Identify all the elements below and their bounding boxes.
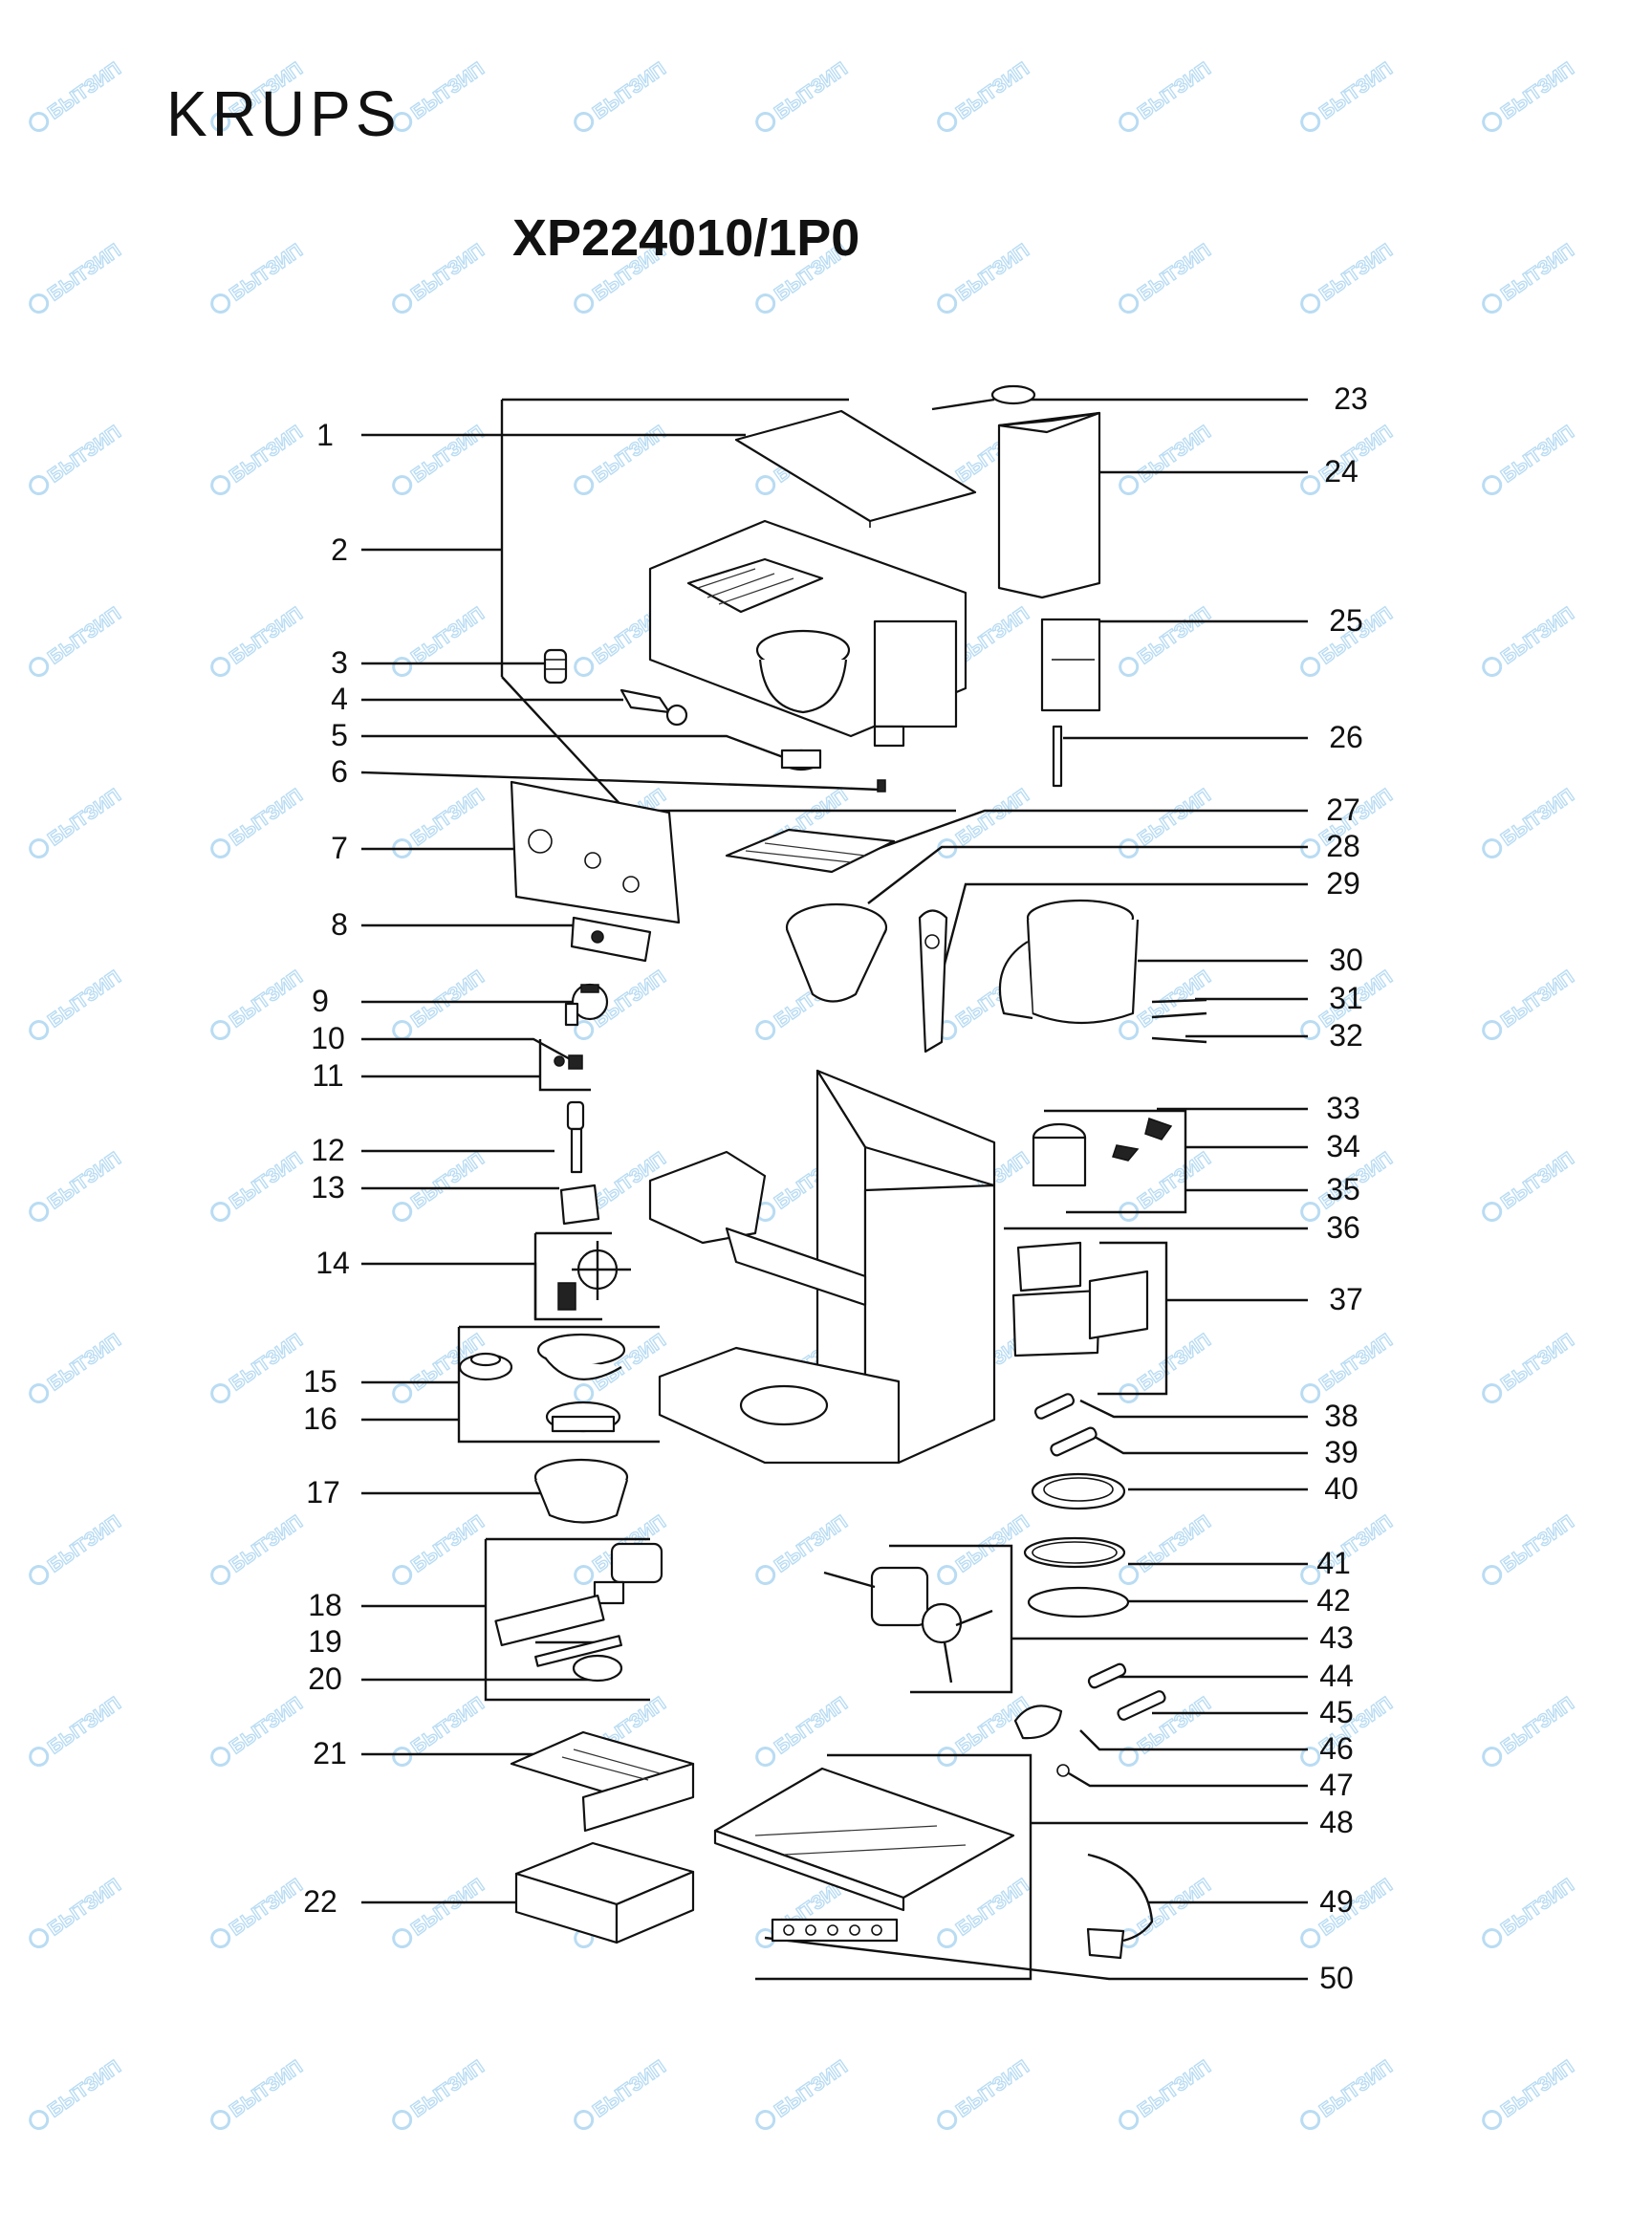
part-label-21: 21 — [313, 1736, 347, 1770]
part-14-grinder-gear — [557, 1241, 631, 1311]
part-label-3: 3 — [331, 645, 348, 680]
right-part-numbers: 23 24 25 26 27 28 29 30 31 32 33 34 35 3… — [1316, 381, 1368, 1995]
part-1-lid — [734, 409, 977, 528]
part-27-grid — [725, 828, 896, 874]
part-6-pin — [877, 779, 886, 793]
part-41-42-gaskets — [1023, 1536, 1130, 1618]
part-label-39: 39 — [1324, 1435, 1359, 1469]
right-leader-lines — [755, 398, 1308, 1981]
part-label-5: 5 — [331, 718, 348, 752]
part-16-burr-holder — [545, 1401, 621, 1433]
part-12-tube — [566, 1100, 585, 1174]
part-21-drip-grid — [510, 1730, 695, 1833]
part-4-valve — [620, 688, 688, 727]
part-label-31: 31 — [1329, 981, 1363, 1015]
part-label-7: 7 — [331, 831, 348, 865]
part-33-35-heater-block — [1032, 1118, 1173, 1187]
part-label-43: 43 — [1319, 1620, 1354, 1655]
part-10-11-screws — [554, 1054, 583, 1070]
part-label-37: 37 — [1329, 1282, 1363, 1316]
part-13-clip — [559, 1184, 600, 1226]
part-9-thermostat — [564, 983, 609, 1027]
part-label-10: 10 — [311, 1021, 345, 1055]
part-label-32: 32 — [1329, 1018, 1363, 1053]
part-25-filter-cartridge — [1040, 618, 1101, 712]
part-label-22: 22 — [303, 1884, 337, 1919]
part-label-14: 14 — [315, 1246, 350, 1280]
part-2-upper-housing — [648, 519, 967, 748]
part-label-19: 19 — [308, 1624, 342, 1659]
part-label-30: 30 — [1329, 943, 1363, 977]
part-label-15: 15 — [303, 1364, 337, 1399]
part-label-9: 9 — [312, 984, 329, 1018]
part-label-24: 24 — [1324, 454, 1359, 489]
part-label-38: 38 — [1324, 1399, 1359, 1433]
part-label-23: 23 — [1334, 381, 1368, 416]
part-15-burr — [458, 1333, 626, 1381]
part-label-25: 25 — [1329, 603, 1363, 638]
part-label-44: 44 — [1319, 1659, 1354, 1693]
part-label-46: 46 — [1319, 1731, 1354, 1766]
part-3-spring — [543, 648, 568, 684]
part-label-33: 33 — [1326, 1091, 1360, 1125]
part-17-grinder-chamber — [533, 1458, 629, 1524]
part-label-40: 40 — [1324, 1471, 1359, 1506]
part-18-20-brew-unit — [494, 1542, 663, 1683]
part-label-47: 47 — [1319, 1768, 1354, 1802]
part-label-41: 41 — [1316, 1546, 1351, 1580]
part-7-control-panel — [510, 780, 681, 924]
part-label-11: 11 — [312, 1058, 343, 1093]
part-label-34: 34 — [1326, 1129, 1360, 1163]
part-label-36: 36 — [1326, 1210, 1360, 1245]
part-29-handle — [918, 909, 948, 1053]
part-label-29: 29 — [1326, 866, 1360, 901]
part-30-carafe — [998, 899, 1140, 1025]
part-28-filter-holder — [785, 902, 888, 1003]
part-37-circuit-boards — [1011, 1241, 1149, 1357]
part-31-32-wires — [1151, 998, 1207, 1044]
part-26-rod — [1052, 725, 1063, 788]
part-label-50: 50 — [1319, 1961, 1354, 1995]
part-label-8: 8 — [331, 907, 348, 942]
part-label-6: 6 — [331, 754, 348, 789]
part-label-2: 2 — [331, 532, 348, 567]
part-23-measuring-spoon — [931, 384, 1036, 411]
part-49-power-cord — [1086, 1853, 1154, 1960]
brand-logo: KRUPS — [166, 77, 402, 150]
left-part-numbers: 1 2 3 4 5 6 7 8 9 10 11 12 13 14 15 16 1… — [303, 418, 350, 1919]
part-label-27: 27 — [1326, 793, 1360, 827]
model-number: XP224010/1P0 — [512, 209, 860, 267]
part-label-26: 26 — [1329, 720, 1363, 754]
part-8-switch — [570, 916, 652, 963]
part-label-42: 42 — [1316, 1583, 1351, 1618]
part-label-48: 48 — [1319, 1805, 1354, 1839]
left-leader-lines — [360, 398, 956, 1904]
part-label-17: 17 — [306, 1475, 340, 1509]
part-5-seal — [780, 749, 822, 771]
part-label-35: 35 — [1326, 1172, 1360, 1206]
part-22-drip-tray — [514, 1841, 695, 1944]
part-label-28: 28 — [1326, 829, 1360, 863]
part-label-20: 20 — [308, 1661, 342, 1696]
part-50-feet — [771, 1918, 899, 1943]
part-46-47-fuse — [1013, 1705, 1070, 1777]
part-label-12: 12 — [311, 1133, 345, 1167]
part-label-49: 49 — [1319, 1884, 1354, 1919]
part-36-main-body — [648, 1069, 996, 1465]
part-43-motor — [823, 1566, 993, 1683]
part-label-45: 45 — [1319, 1695, 1354, 1729]
part-label-1: 1 — [316, 418, 334, 452]
part-38-39-cylinders — [1033, 1393, 1098, 1457]
part-label-4: 4 — [331, 682, 348, 716]
part-label-13: 13 — [311, 1170, 345, 1205]
part-40-base-ring — [1031, 1472, 1126, 1510]
part-24-water-tank — [997, 411, 1101, 599]
part-44-45-rods — [1087, 1662, 1166, 1721]
part-label-16: 16 — [303, 1401, 337, 1436]
part-48-base-plate — [713, 1767, 1015, 1912]
part-label-18: 18 — [308, 1588, 342, 1622]
